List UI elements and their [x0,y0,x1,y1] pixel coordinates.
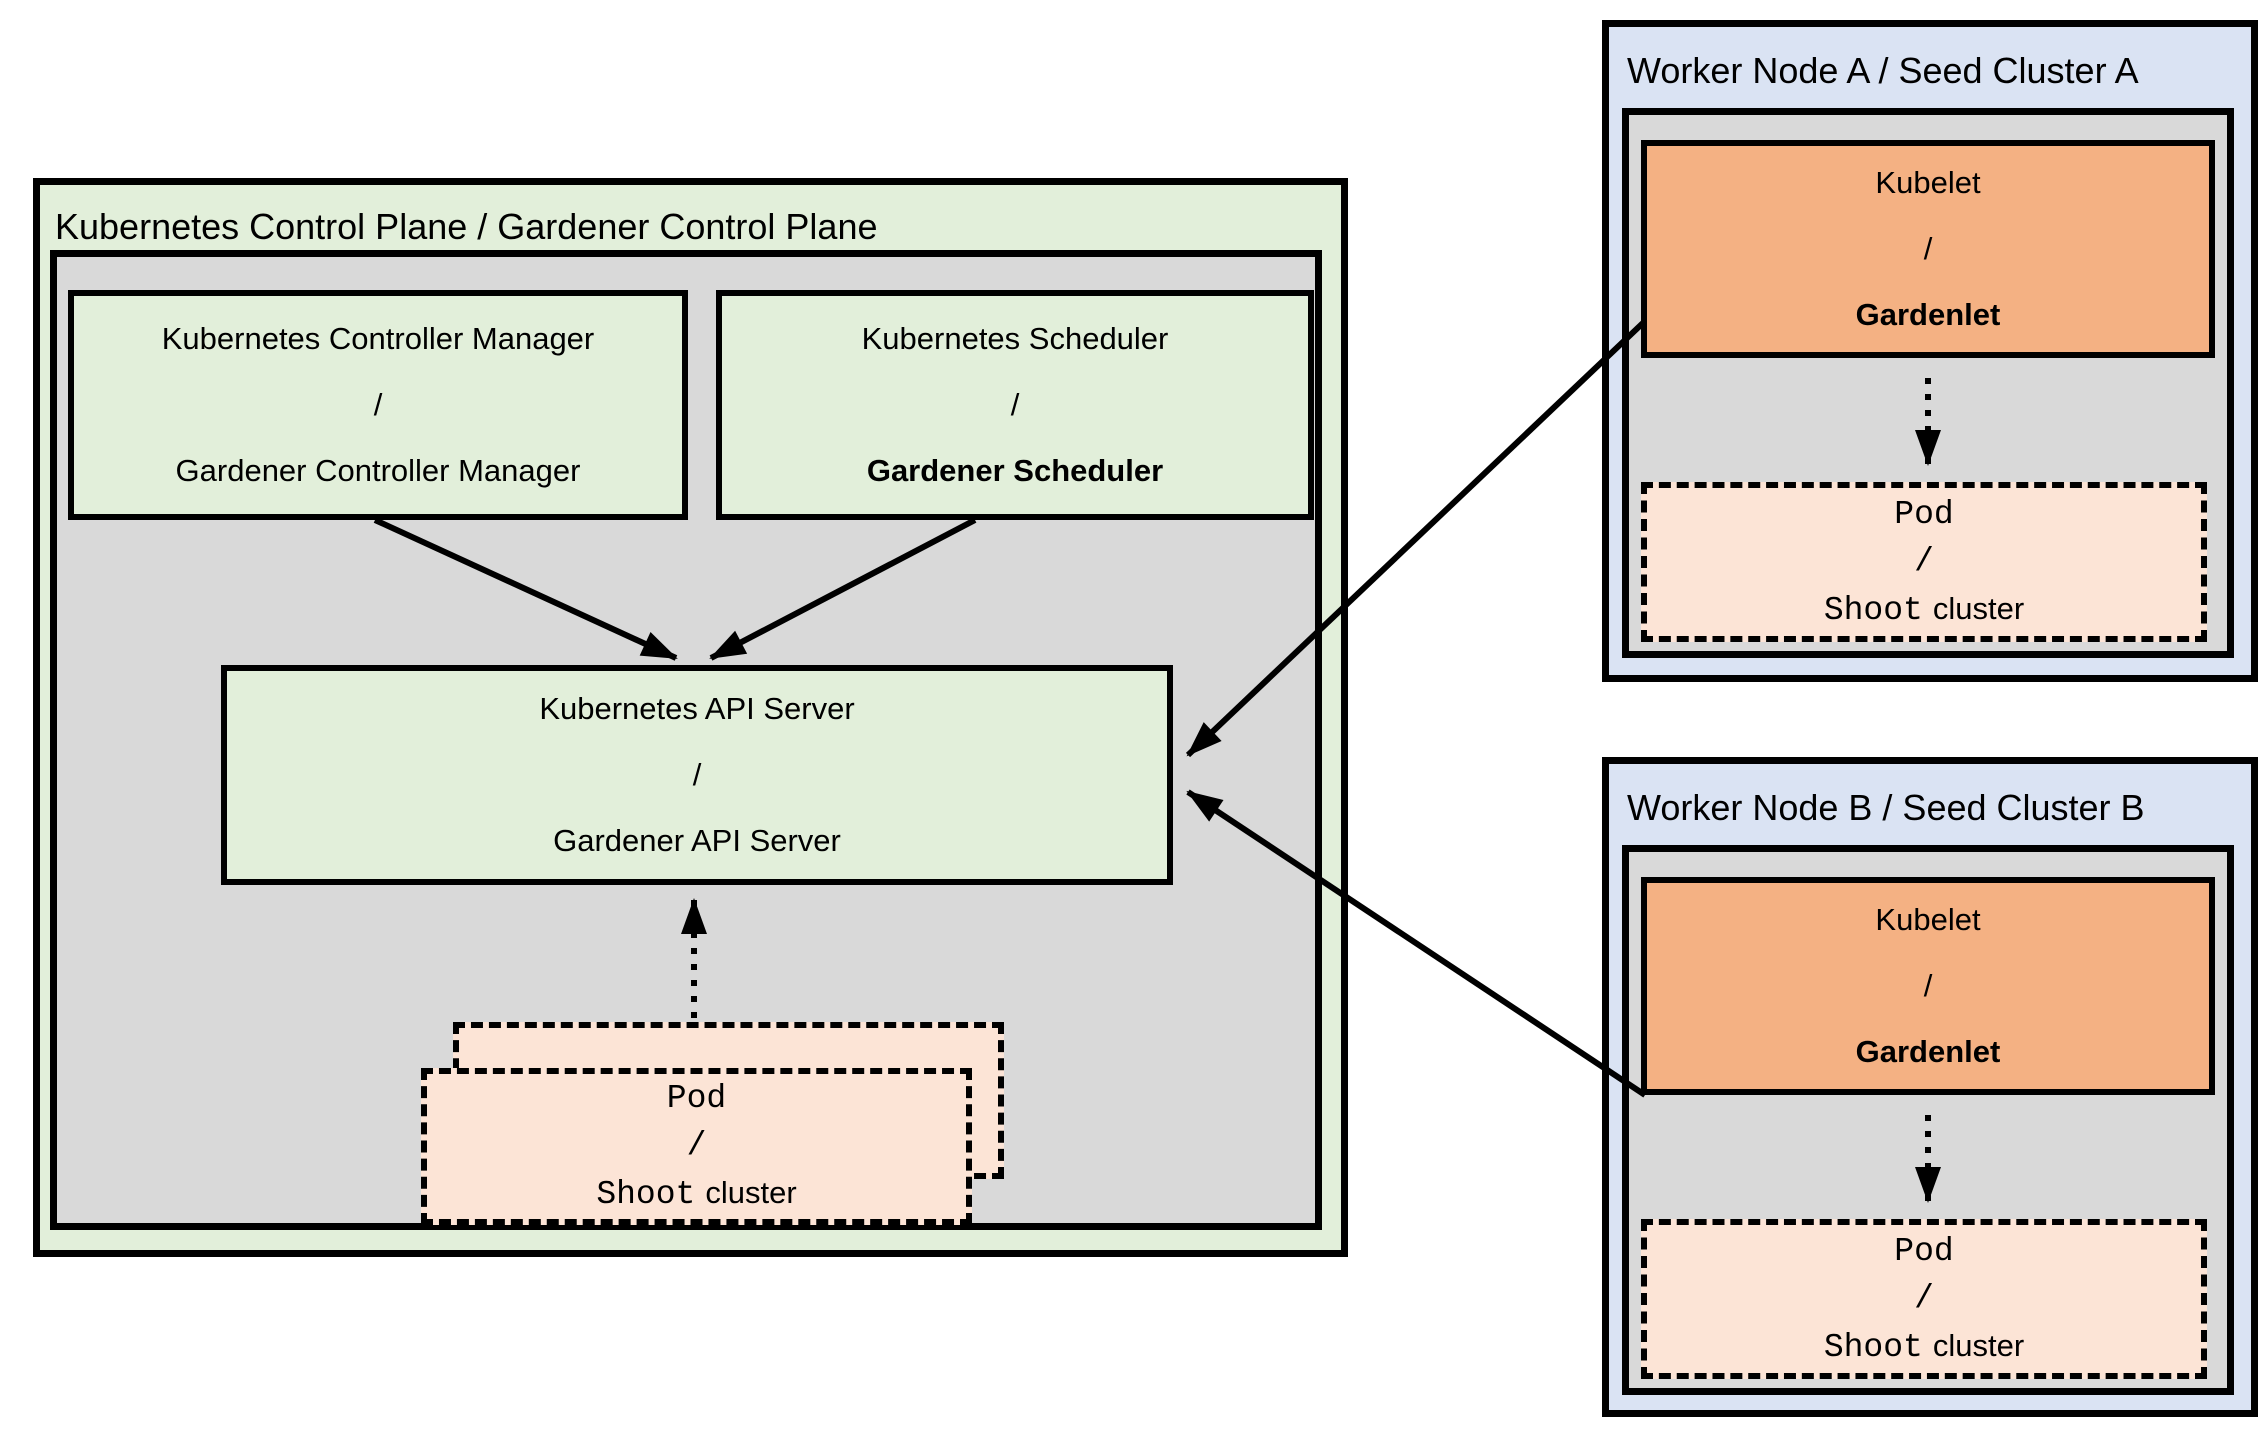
worker-node-b-title: Worker Node B / Seed Cluster B [1627,787,2145,828]
shoot-a-label: Shoot [1823,591,1923,629]
scheduler-line1: Kubernetes Scheduler [861,321,1169,356]
scheduler-separator: / [1010,387,1020,422]
api-server-separator: / [692,757,702,792]
kubelet-b-separator: / [1923,968,1933,1003]
api-server-line1: Kubernetes API Server [539,691,855,726]
control-plane-title: Kubernetes Control Plane / Gardener Cont… [55,206,878,247]
cluster-b-label: cluster [1932,1327,2025,1363]
kubelet-b-line1: Kubelet [1875,902,1981,937]
scheduler-box: Kubernetes Scheduler / Gardener Schedule… [716,290,1314,520]
kubelet-a-separator: / [1923,231,1933,266]
api-server-box: Kubernetes API Server / Gardener API Ser… [221,665,1173,885]
controller-manager-line1: Kubernetes Controller Manager [161,321,595,356]
kubelet-b-line2: Gardenlet [1855,1034,2001,1069]
api-server-line2: Gardener API Server [553,823,841,858]
shoot-label: Shoot [596,1176,696,1213]
shoot-cluster-label: Shoot cluster [596,1169,796,1218]
worker-node-a-title: Worker Node A / Seed Cluster A [1627,50,2139,91]
pod-separator: / [686,1127,707,1164]
cluster-a-label: cluster [1932,590,2025,626]
kubelet-a-box: Kubelet / Gardenlet [1641,140,2215,358]
controller-manager-separator: / [373,387,383,422]
controller-manager-box: Kubernetes Controller Manager / Gardener… [68,290,688,520]
pod-box-front: Pod / Shoot cluster [421,1068,972,1225]
kubelet-b-box: Kubelet / Gardenlet [1641,877,2215,1095]
scheduler-line2: Gardener Scheduler [866,453,1164,488]
pod-a-separator: / [1914,542,1934,580]
shoot-b-label: Shoot [1823,1328,1923,1366]
kubelet-a-line2: Gardenlet [1855,297,2001,332]
pod-a-label: Pod [1894,495,1954,533]
controller-manager-line2: Gardener Controller Manager [175,453,581,488]
pod-b-separator: / [1914,1279,1934,1317]
pod-b-label: Pod [1894,1232,1954,1270]
kubelet-a-line1: Kubelet [1875,165,1981,200]
pod-label: Pod [666,1080,727,1117]
cluster-label: cluster [705,1175,797,1210]
